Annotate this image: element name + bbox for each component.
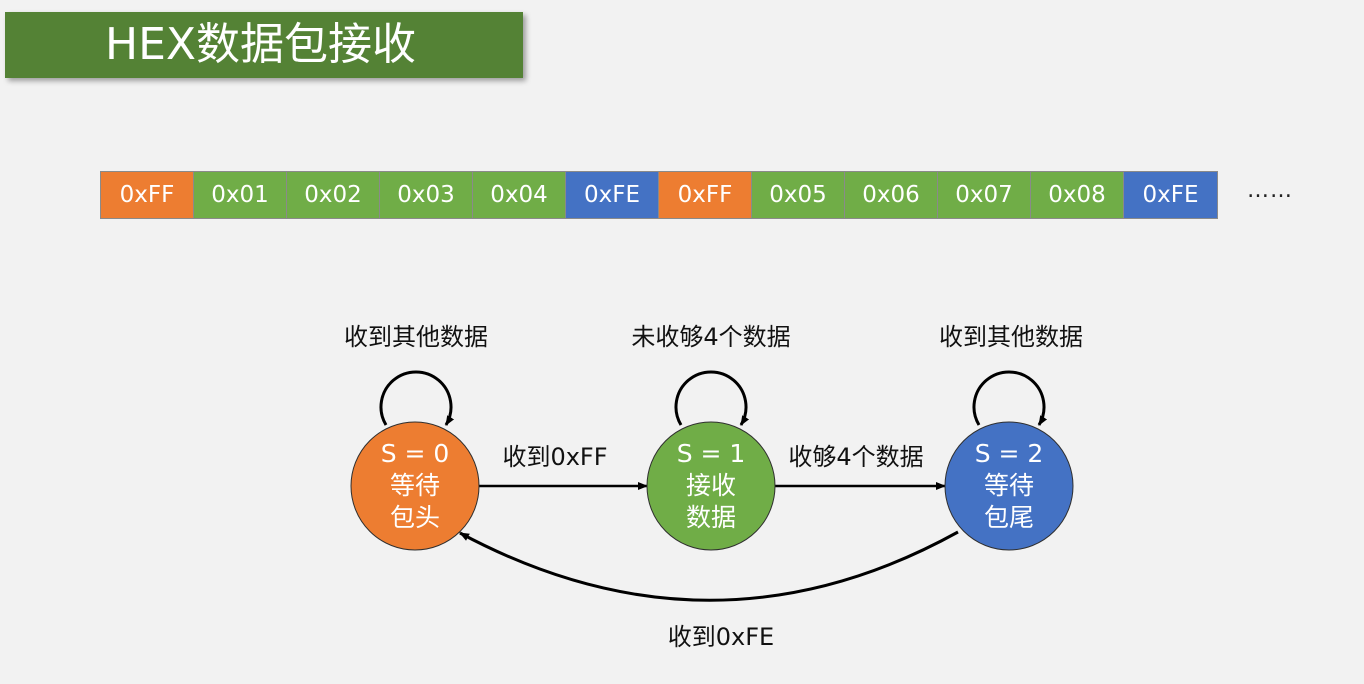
packet-byte-cell: 0x03	[380, 172, 473, 218]
page-title: HEX数据包接收	[105, 19, 417, 70]
state-label-line: S = 1	[677, 439, 746, 468]
packet-byte-cell: 0xFF	[101, 172, 194, 218]
state-label-line: 包头	[390, 503, 440, 532]
packet-byte-cell: 0x05	[752, 172, 845, 218]
packet-byte-cell: 0xFE	[566, 172, 659, 218]
state-label-line: 等待	[984, 471, 1034, 500]
transition-label-s1-s2: 收够4个数据	[788, 443, 923, 471]
self-loop-label-s1: 未收够4个数据	[631, 323, 790, 351]
state-label-line: 等待	[390, 471, 440, 500]
title-bar: HEX数据包接收	[5, 12, 523, 78]
packet-byte-cell: 0xFF	[659, 172, 752, 218]
packet-byte-cell: 0x01	[194, 172, 287, 218]
state-circle	[350, 421, 480, 551]
state-label-line: 接收	[686, 471, 736, 500]
state-label-line: 包尾	[984, 503, 1034, 532]
packet-byte-cell: 0x02	[287, 172, 380, 218]
state-s2: S = 2 等待 包尾	[944, 421, 1074, 551]
state-label-line: S = 2	[975, 439, 1044, 468]
state-s0: S = 0 等待 包头	[350, 421, 480, 551]
transition-arrow-s2-s0	[459, 530, 959, 602]
state-circle	[944, 421, 1074, 551]
packet-byte-cell: 0xFE	[1124, 172, 1217, 218]
transition-label-s2-s0: 收到0xFE	[668, 623, 774, 651]
transition-label-s0-s1: 收到0xFF	[502, 443, 607, 471]
packet-byte-cell: 0x07	[938, 172, 1031, 218]
self-loop-s1	[674, 370, 750, 426]
self-loop-label-s2: 收到其他数据	[939, 323, 1083, 351]
self-loop-s0	[379, 370, 455, 426]
state-circle	[646, 421, 776, 551]
state-label-line: S = 0	[381, 439, 450, 468]
packet-ellipsis: ……	[1247, 178, 1293, 203]
state-s1: S = 1 接收 数据	[646, 421, 776, 551]
packet-byte-cell: 0x04	[473, 172, 566, 218]
self-loop-label-s0: 收到其他数据	[344, 323, 488, 351]
state-label-line: 数据	[686, 503, 736, 532]
self-loop-s2	[972, 370, 1048, 426]
packet-byte-cell: 0x08	[1031, 172, 1124, 218]
packet-byte-cell: 0x06	[845, 172, 938, 218]
